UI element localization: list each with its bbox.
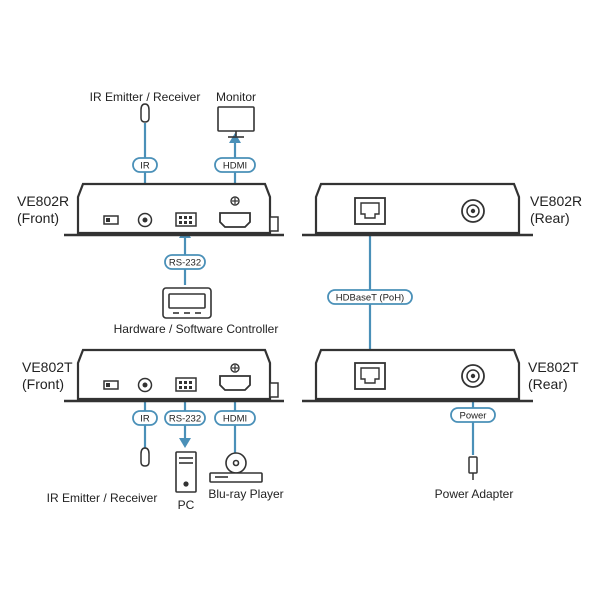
- ir-port-icon: [137, 212, 153, 228]
- label-pc: PC: [178, 498, 195, 512]
- svg-text:Power: Power: [460, 411, 487, 422]
- svg-text:RS-232: RS-232: [169, 414, 201, 425]
- rs232-port-icon: [175, 377, 197, 392]
- tag-hdmi-bottom: HDMI: [214, 410, 256, 426]
- tag-ir-top: IR: [132, 157, 158, 173]
- label-ir-bottom: IR Emitter / Receiver: [47, 491, 158, 505]
- dip-switch-icon: [103, 215, 119, 225]
- dip-switch-icon: [103, 380, 119, 390]
- hdmi-port-icon: [219, 196, 251, 228]
- monitor-icon: [217, 106, 255, 138]
- svg-text:HDBaseT (PoH): HDBaseT (PoH): [336, 293, 404, 304]
- ir-emitter-bottom-icon: [140, 447, 150, 467]
- tag-hdbaset: HDBaseT (PoH): [327, 289, 413, 305]
- arrow-rs232-pc: [179, 438, 191, 448]
- label-controller: Hardware / Software Controller: [114, 322, 279, 336]
- power-adapter-icon: [468, 456, 478, 480]
- label-power-adapter: Power Adapter: [435, 487, 514, 501]
- label-ir-top: IR Emitter / Receiver: [90, 90, 201, 104]
- label-ve802t-front: VE802T (Front): [22, 359, 76, 392]
- svg-text:HDMI: HDMI: [223, 414, 247, 425]
- ve802t-rear-unit: [302, 348, 533, 403]
- controller-icon: [162, 287, 212, 319]
- power-jack-icon: [461, 199, 485, 223]
- ve802r-front-unit: [64, 182, 284, 237]
- svg-text:RS-232: RS-232: [169, 258, 201, 269]
- tag-ir-bottom: IR: [132, 410, 158, 426]
- ir-emitter-top-icon: [140, 103, 150, 123]
- label-ve802r-front: VE802R (Front): [17, 193, 73, 226]
- hdmi-port-icon: [219, 363, 251, 391]
- svg-text:IR: IR: [140, 414, 150, 425]
- label-bluray: Blu-ray Player: [208, 487, 283, 501]
- label-ve802r-rear: VE802R (Rear): [530, 193, 586, 226]
- rj45-port-icon: [354, 362, 386, 390]
- tag-power: Power: [450, 407, 496, 423]
- rs232-port-icon: [175, 212, 197, 227]
- tag-hdmi-top: HDMI: [214, 157, 256, 173]
- label-monitor: Monitor: [216, 90, 256, 104]
- ir-port-icon: [137, 377, 153, 393]
- ve802r-rear-unit: [302, 182, 533, 237]
- tag-rs232-bottom: RS-232: [164, 410, 206, 426]
- label-ve802t-rear: VE802T (Rear): [528, 359, 582, 392]
- pc-tower-icon: [175, 451, 197, 493]
- power-jack-icon: [461, 364, 485, 388]
- ve802t-front-unit: [64, 348, 284, 403]
- svg-text:IR: IR: [140, 161, 150, 172]
- tag-rs232-mid: RS-232: [164, 254, 206, 270]
- arrow-hdmi-monitor: [229, 133, 241, 143]
- bluray-player-icon: [209, 452, 263, 483]
- svg-text:HDMI: HDMI: [223, 161, 247, 172]
- rj45-port-icon: [354, 197, 386, 225]
